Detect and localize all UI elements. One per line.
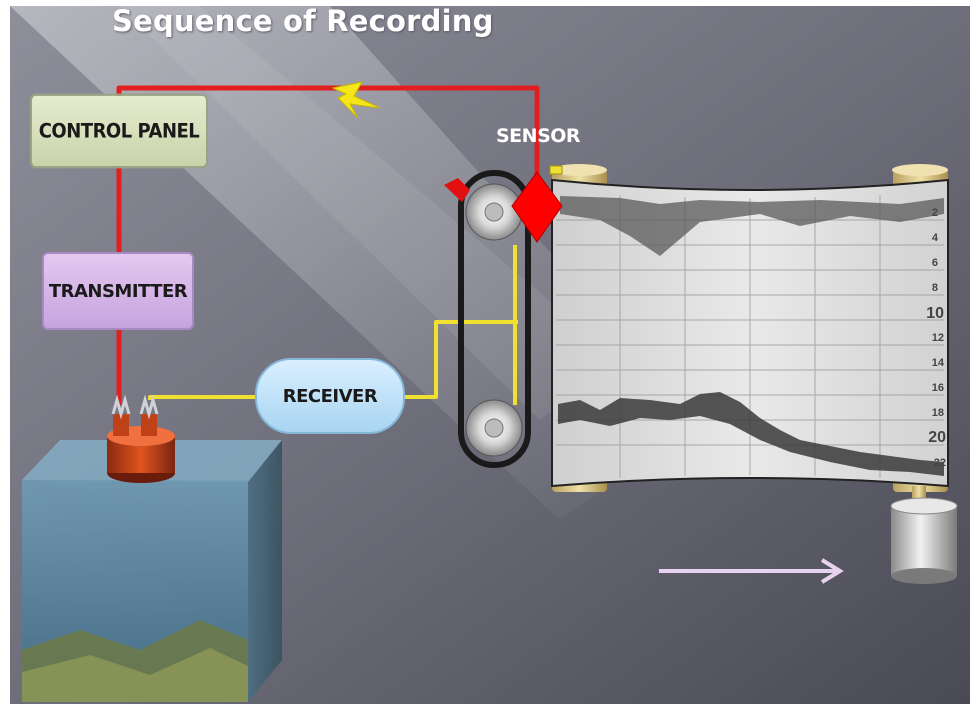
water-block <box>22 440 282 702</box>
control-panel-box: CONTROL PANEL <box>30 93 208 169</box>
sensor-label: SENSOR <box>496 125 581 147</box>
receiver-box: RECEIVER <box>255 358 405 434</box>
depth-tick: 14 <box>932 357 945 369</box>
receive-wire <box>148 245 518 405</box>
transmitter-box: TRANSMITTER <box>42 252 194 330</box>
lightning-icon <box>331 81 381 119</box>
depth-tick: 4 <box>932 232 939 244</box>
sensor-icon <box>511 171 563 243</box>
seabed-trace <box>558 392 944 476</box>
depth-tick: 16 <box>932 382 944 394</box>
signal-wire <box>116 85 540 405</box>
depth-tick: 6 <box>932 257 938 269</box>
depth-tick: 18 <box>932 407 944 419</box>
depth-tick: 8 <box>932 282 938 294</box>
page-title: Sequence of Recording <box>112 4 494 38</box>
paper-direction-arrow <box>659 558 844 584</box>
depth-scale: 2 4 6 8 10 12 14 16 18 20 22 <box>926 207 946 469</box>
depth-tick: 12 <box>932 332 944 344</box>
depth-tick: 2 <box>932 207 938 219</box>
transducer-icon <box>107 394 175 483</box>
weight-icon <box>890 486 958 584</box>
belt-drive <box>444 170 531 468</box>
depth-tick: 10 <box>926 305 944 322</box>
depth-tick: 22 <box>934 457 946 469</box>
surface-echo <box>560 196 944 256</box>
stylus-icon <box>444 178 470 202</box>
depth-tick: 20 <box>928 429 946 446</box>
recorder: 2 4 6 8 10 12 14 16 18 20 22 <box>551 164 949 492</box>
